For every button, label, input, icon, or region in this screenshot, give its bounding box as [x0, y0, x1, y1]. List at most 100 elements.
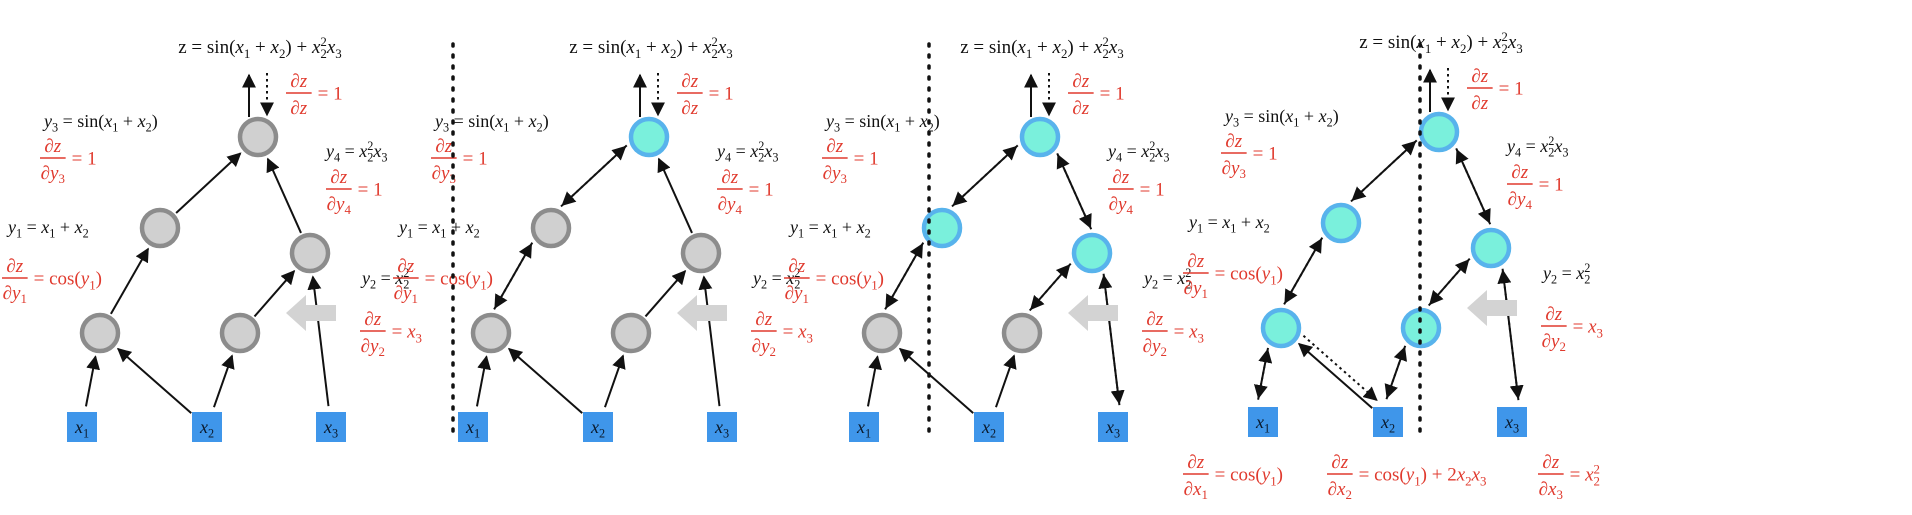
input-label-x3: x3: [323, 417, 338, 441]
input-box-x1: [458, 412, 488, 442]
grad-dz-dy4-rhs: = 1: [358, 180, 383, 201]
edge-x2-y3: [898, 347, 974, 414]
node-y1: [921, 207, 963, 249]
grad-dz-dy4-rhs: = 1: [749, 180, 774, 201]
node-y4: [289, 232, 331, 274]
input-indicator-arrow: [1467, 290, 1517, 326]
grad-dz-dz: ∂z∂z= 1: [286, 71, 343, 119]
grad-dz-dy3-denominator: ∂y3: [823, 163, 847, 186]
grad-dz-dy3-rhs: = 1: [854, 149, 879, 170]
grad-dz-dy1-numerator: ∂z: [1187, 251, 1204, 272]
grad-dz-dy3-rhs: = 1: [463, 149, 488, 170]
grad-dz-dy2: ∂z∂y2= x3: [1142, 309, 1204, 359]
grad-dz-dx3-rhs: = x22: [1570, 461, 1600, 488]
grad-dz-dy3-numerator: ∂z: [44, 136, 61, 157]
grad-dz-dy3: ∂z∂y3= 1: [431, 136, 488, 186]
input-label-x3: x3: [714, 417, 729, 441]
node-y4: [680, 232, 722, 274]
back-z-y1: [952, 144, 1019, 207]
input-label-x3: x3: [1504, 412, 1519, 436]
node-y3: [79, 312, 121, 354]
grad-dz-dx3-denominator: ∂x3: [1539, 479, 1563, 502]
grad-dz-dz-numerator: ∂z: [681, 71, 698, 92]
input-indicator-arrow: [286, 295, 336, 331]
edge-y2-y4: [644, 270, 687, 318]
grad-dz-dy1-denominator: ∂y1: [1184, 278, 1208, 301]
grad-dz-dy4: ∂z∂y4= 1: [326, 167, 383, 217]
grad-dz-dz-numerator: ∂z: [1471, 66, 1488, 87]
edge-y4-z: [657, 157, 693, 234]
label-y1: y1 = x1 + x2: [6, 217, 89, 241]
label-y3: y3 = sin(x1 + x2): [42, 111, 158, 135]
grad-dz-dy3-rhs: = 1: [72, 149, 97, 170]
grad-dz-dy3-numerator: ∂z: [1225, 131, 1242, 152]
grad-dz-dy4-numerator: ∂z: [721, 167, 738, 188]
grad-dz-dx1-numerator: ∂z: [1187, 452, 1204, 473]
grad-dz-dx3-numerator: ∂z: [1542, 452, 1559, 473]
grad-dz-dz-rhs: = 1: [1499, 79, 1524, 100]
edge-x3-y4: [698, 275, 721, 407]
edge-y3-y1: [110, 247, 149, 315]
input-box-x1: [849, 412, 879, 442]
grad-dz-dy3-numerator: ∂z: [435, 136, 452, 157]
grad-dz-dy3-denominator: ∂y3: [1222, 158, 1246, 181]
node-z: [1019, 116, 1061, 158]
grad-dz-dx2-denominator: ∂x2: [1328, 479, 1352, 502]
label-y4: y4 = x22x3: [1106, 139, 1170, 164]
grad-dz-dy1-rhs: = cos(y1): [816, 269, 884, 293]
back-z-y4: [1455, 147, 1491, 224]
grad-dz-dz-numerator: ∂z: [1072, 71, 1089, 92]
grad-dz-dz: ∂z∂z= 1: [1068, 71, 1125, 119]
edge-y2-y4: [253, 270, 296, 318]
grad-dz-dy3: ∂z∂y3= 1: [40, 136, 97, 186]
input-box-x1: [1248, 407, 1278, 437]
back-y4-y2: [1030, 262, 1072, 311]
back-z-y1: [1351, 139, 1418, 202]
grad-dz-dy1-numerator: ∂z: [788, 256, 805, 277]
input-box-x2: [192, 412, 222, 442]
input-box-x3: [707, 412, 737, 442]
grad-dz-dz-rhs: = 1: [709, 84, 734, 105]
edge-x1-y3: [475, 355, 491, 407]
node-y4: [1071, 232, 1113, 274]
grad-dz-dy4-denominator: ∂y4: [327, 194, 352, 217]
edge-y1-z: [951, 145, 1018, 208]
label-y3: y3 = sin(x1 + x2): [824, 111, 940, 135]
grad-dz-dy2: ∂z∂y2= x3: [751, 309, 813, 359]
grad-dz-dx1-denominator: ∂x1: [1184, 479, 1208, 502]
grad-dz-dx2: ∂z ∂x2 = cos(y1) + 2x2x3: [1327, 452, 1486, 502]
grad-dz-dy1-rhs: = cos(y1): [425, 269, 493, 293]
grad-dz-dx2-rhs: = cos(y1) + 2x2x3: [1359, 465, 1487, 489]
grad-dz-dy1: ∂z∂y1= cos(y1): [393, 256, 493, 306]
back-y3-x1: [1253, 347, 1270, 400]
label-y1: y1 = x1 + x2: [788, 217, 871, 241]
grad-dz-dy1-rhs: = cos(y1): [1215, 264, 1283, 288]
edge-x3-y4: [307, 275, 330, 407]
back-y3-x2: [1302, 335, 1378, 401]
grad-dz-dy1-denominator: ∂y1: [785, 283, 809, 306]
input-label-x1: x1: [856, 417, 871, 441]
edge-x1-y3: [1257, 348, 1273, 400]
grad-dz-dy1: ∂z∂y1= cos(y1): [2, 256, 102, 306]
grad-dz-dy4-rhs: = 1: [1140, 180, 1165, 201]
grad-dz-dy3-numerator: ∂z: [826, 136, 843, 157]
back-y4-y2: [1429, 257, 1471, 306]
grad-dz-dy4-denominator: ∂y4: [1508, 189, 1533, 212]
output-equation: z = sin(x1 + x2) + x22x3: [1359, 29, 1522, 56]
grad-dz-dy2-rhs: = x3: [783, 322, 813, 346]
grad-dz-dz: ∂z∂z= 1: [1467, 66, 1524, 114]
input-label-x1: x1: [465, 417, 480, 441]
grad-dz-dy2-numerator: ∂z: [1146, 309, 1163, 330]
grad-dz-dz-denominator: ∂z: [681, 98, 698, 119]
grad-dz-dx1: ∂z∂x1= cos(y1): [1183, 452, 1283, 502]
grad-dz-dy4-numerator: ∂z: [1112, 167, 1129, 188]
node-y1: [1320, 202, 1362, 244]
grad-dz-dy3: ∂z∂y3= 1: [1221, 131, 1278, 181]
edge-x2-y2: [213, 354, 235, 408]
input-box-x2: [974, 412, 1004, 442]
edge-x2-y2: [995, 354, 1017, 408]
label-y4: y4 = x22x3: [715, 139, 779, 164]
grad-dz-dx2-numerator: ∂z: [1331, 452, 1348, 473]
